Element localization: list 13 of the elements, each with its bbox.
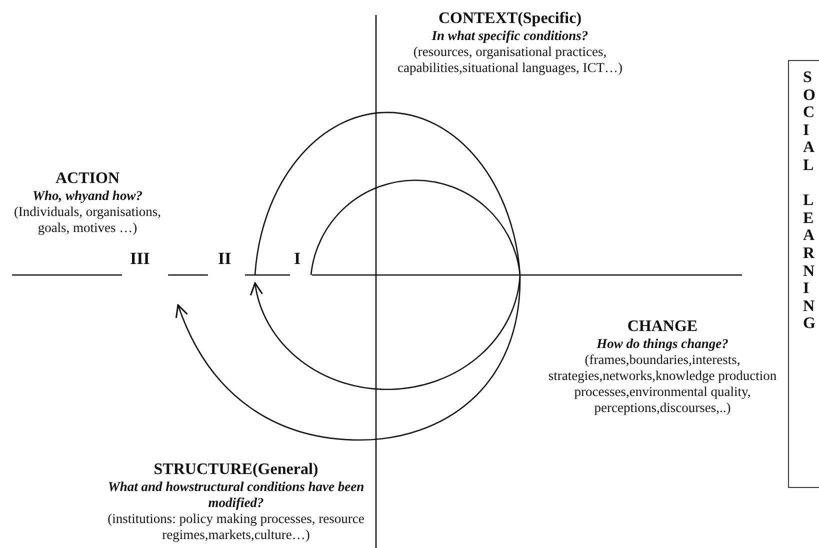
vertical-title: SOCIAL LEARNING xyxy=(803,69,816,333)
guiding-question: In what specific conditions? xyxy=(432,28,588,44)
quadrant-description: (institutions: policy making processes, resource regimes,markets,culture…) xyxy=(106,511,366,543)
guiding-question: Who, whyand how? xyxy=(32,188,142,204)
guiding-question: How do things change? xyxy=(596,336,728,352)
guiding-question: What and howstructural conditions have been modified? xyxy=(106,479,366,511)
quadrant-heading: CONTEXT(Specific) xyxy=(438,10,582,28)
quadrant-description: (resources, organisational practices, capabilities,situational languages, ICT…) xyxy=(396,44,624,76)
quadrant-description: (Individuals, organisations, goals, motives …) xyxy=(12,204,162,236)
quadrant-heading: ACTION xyxy=(55,170,120,188)
quadrant-heading: STRUCTURE(General) xyxy=(154,461,318,479)
quadrant-heading: CHANGE xyxy=(627,318,698,336)
quadrant-description: (frames,boundaries,interests, strategies,networks,knowledge production processes,environmental quality, perceptions,discourses,..) xyxy=(547,352,778,416)
